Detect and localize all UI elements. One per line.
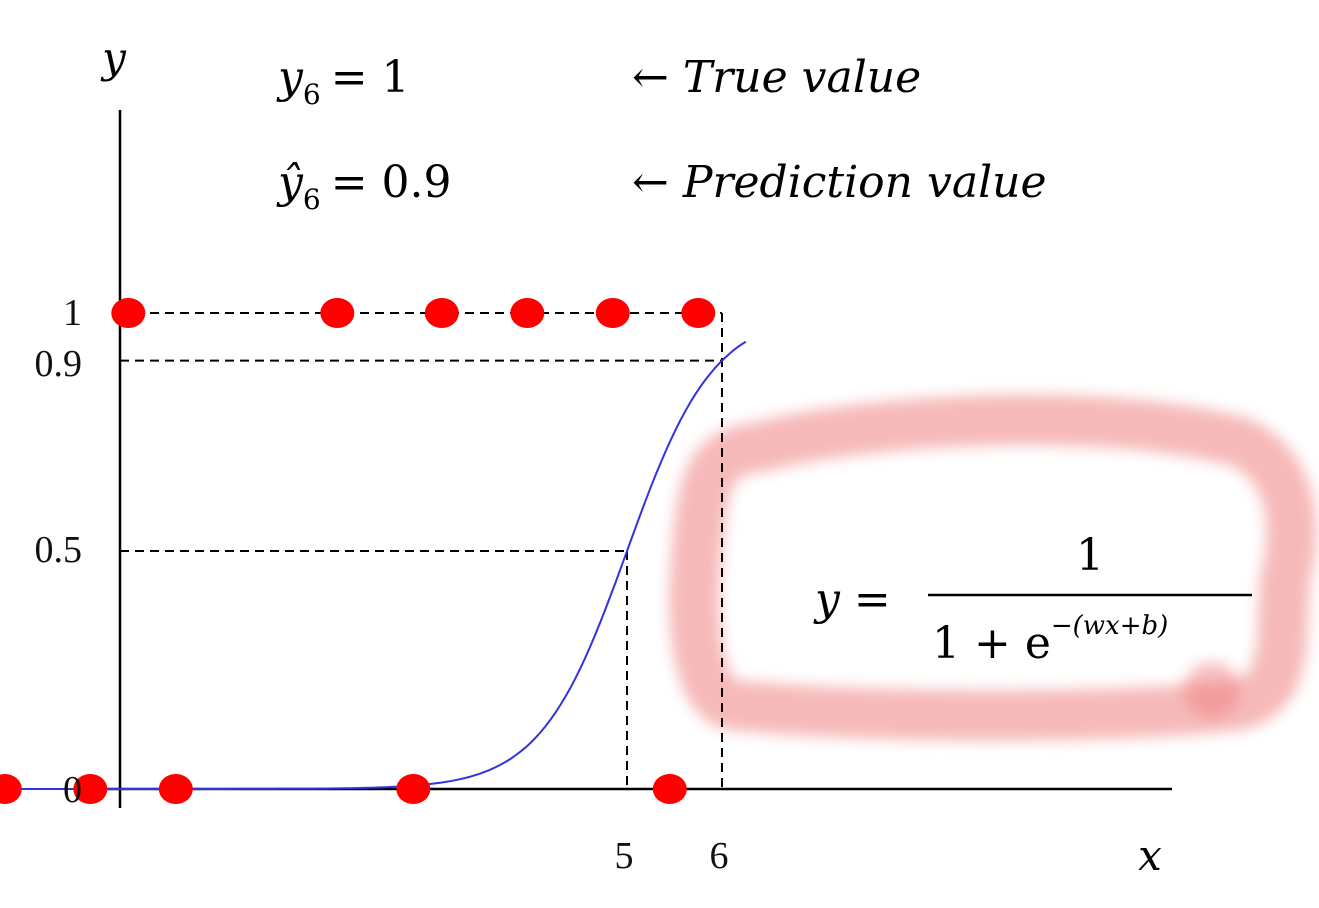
- sigmoid-formula: y = 1 1 + e−(wx+b): [813, 530, 1252, 669]
- x-tick-6: 6: [710, 835, 729, 877]
- data-points: [0, 298, 716, 804]
- guide-lines: [120, 312, 723, 789]
- true-value-label: ← True value: [632, 52, 921, 103]
- data-point-10: [424, 298, 459, 328]
- data-point-8: [111, 298, 146, 328]
- sigmoid-curve: [0, 340, 747, 790]
- y-tick-1: 1: [63, 292, 82, 334]
- y-tick-0: 0: [63, 769, 82, 811]
- data-point-12: [595, 298, 630, 328]
- data-point-5: [396, 774, 431, 804]
- formula-denominator: 1 + e−(wx+b): [932, 611, 1168, 669]
- x-tick-5: 5: [615, 835, 634, 877]
- highlight-circle: [669, 394, 1317, 741]
- data-point-3: [73, 774, 108, 804]
- y-tick-0.5: 0.5: [35, 529, 83, 571]
- data-point-9: [320, 298, 355, 328]
- prediction-value-equation: ŷ6= 0.9: [276, 157, 452, 216]
- y-axis-label: y: [100, 33, 127, 82]
- data-point-13: [681, 298, 716, 328]
- true-value-equation: y6= 1: [276, 52, 410, 111]
- data-point-4: [158, 774, 193, 804]
- data-point-6: [652, 774, 687, 804]
- data-point-2: [0, 774, 22, 804]
- formula-numerator: 1: [1076, 530, 1104, 581]
- true-value-annotation: y6= 1 ← True value: [276, 52, 921, 111]
- data-point-11: [510, 298, 545, 328]
- highlight-blob: [1184, 662, 1240, 718]
- prediction-value-label: ← Prediction value: [632, 157, 1047, 208]
- formula-lhs: y =: [813, 574, 891, 625]
- x-axis-label: x: [1138, 831, 1162, 880]
- highlight-stroke: [669, 394, 1317, 741]
- y-tick-0.9: 0.9: [35, 343, 83, 385]
- prediction-value-annotation: ŷ6= 0.9 ← Prediction value: [276, 157, 1047, 216]
